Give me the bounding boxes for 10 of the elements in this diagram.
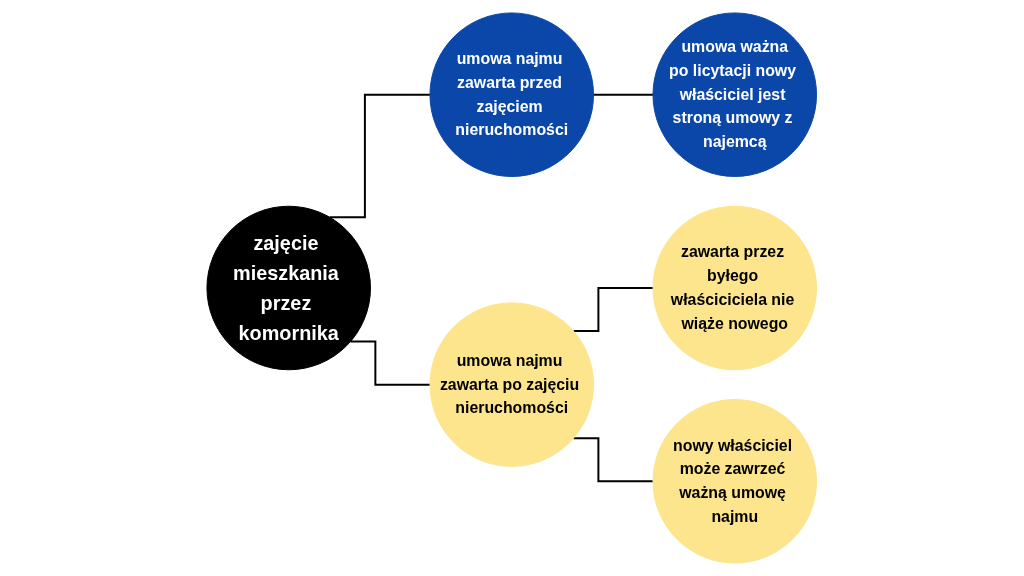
node-circle: zawarta przez byłego właściciciela nie wiąże nowego: [652, 205, 818, 371]
node-circle: umowa najmu zawarta przed zajęciem nieruchomości: [429, 12, 595, 177]
connector: [572, 437, 655, 483]
connector: [572, 287, 655, 333]
node-circle: umowa ważna po licytacji nowy właściciel jest stroną umowy z najemcą: [652, 12, 818, 177]
connector: [349, 340, 432, 386]
node-circle: umowa najmu zawarta po zajęciu nieruchomości: [429, 302, 595, 467]
node-circle: zajęcie mieszkania przez komornika: [206, 205, 372, 371]
connector: [592, 93, 655, 96]
node-circle: nowy właściciel może zawrzeć ważną umowę najmu: [652, 399, 818, 564]
